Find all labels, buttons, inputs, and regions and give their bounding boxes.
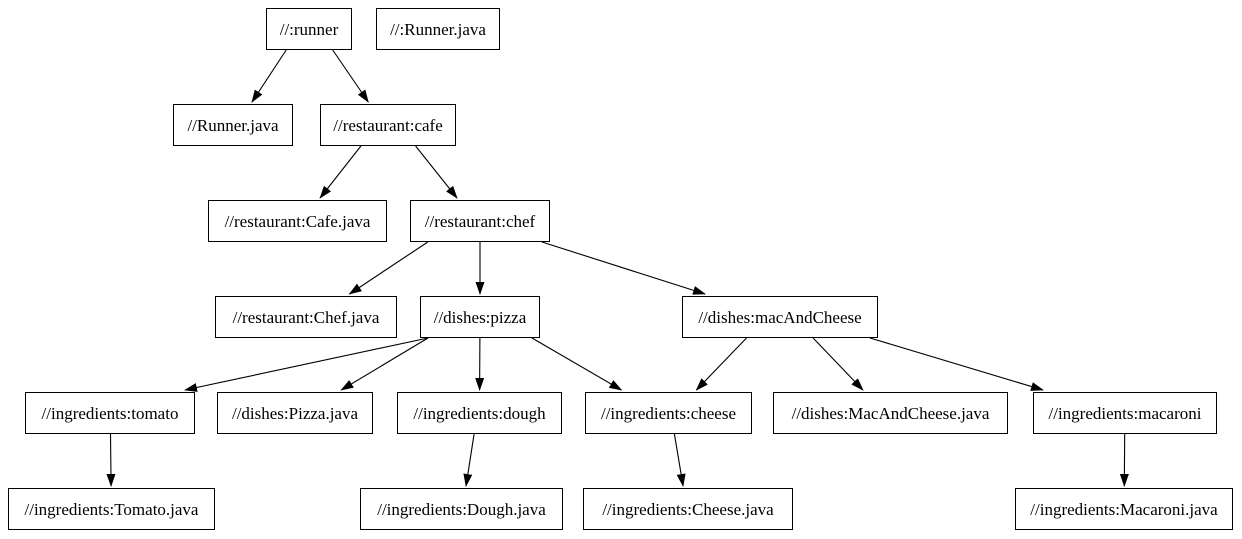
graph-node-label: //:Runner.java	[390, 19, 486, 39]
graph-node-label: //ingredients:tomato	[41, 403, 179, 423]
edge-pizza-to-tomato	[184, 337, 429, 392]
graph-node-label: //ingredients:Macaroni.java	[1030, 499, 1218, 519]
edge-pizza-to-pizza-java	[340, 337, 429, 391]
graph-node-label: //ingredients:macaroni	[1048, 403, 1202, 423]
graph-node-runner-java-file: //:Runner.java	[376, 8, 500, 50]
graph-node-cafe-java: //restaurant:Cafe.java	[208, 200, 387, 242]
graph-node-label: //:runner	[279, 19, 339, 39]
graph-node-cheese: //ingredients:cheese	[585, 392, 752, 434]
edge-cafe-to-cafe-java	[319, 145, 362, 199]
graph-node-label: //restaurant:cafe	[333, 115, 443, 135]
graph-node-macaroni-java: //ingredients:Macaroni.java	[1015, 488, 1233, 530]
graph-node-dough: //ingredients:dough	[397, 392, 562, 434]
graph-node-label: //ingredients:cheese	[600, 403, 736, 423]
graph-node-label: //dishes:MacAndCheese.java	[791, 403, 990, 423]
graph-node-label: //restaurant:Cafe.java	[224, 211, 371, 231]
graph-node-tomato: //ingredients:tomato	[25, 392, 195, 434]
graph-node-mac-and-cheese: //dishes:macAndCheese	[682, 296, 878, 338]
graph-node-label: //ingredients:Dough.java	[377, 499, 546, 519]
edge-runner-to-runner-java	[251, 49, 287, 103]
graph-node-runner: //:runner	[266, 8, 352, 50]
edge-pizza-to-cheese	[531, 337, 623, 391]
edge-tomato-to-tomato-java	[106, 433, 116, 487]
graph-node-label: //restaurant:chef	[424, 211, 536, 231]
graph-node-pizza-java: //dishes:Pizza.java	[217, 392, 373, 434]
edge-cafe-to-chef	[415, 145, 458, 199]
graph-node-label: //dishes:Pizza.java	[231, 403, 359, 423]
graph-node-pizza: //dishes:pizza	[420, 296, 540, 338]
edge-runner-to-cafe	[332, 49, 369, 103]
edge-lines	[106, 49, 1129, 487]
graph-node-label: //ingredients:dough	[413, 403, 546, 423]
graph-node-label: //ingredients:Cheese.java	[602, 499, 774, 519]
edge-dough-to-dough-java	[463, 433, 475, 487]
graph-node-label: //dishes:macAndCheese	[698, 307, 862, 327]
graph-node-tomato-java: //ingredients:Tomato.java	[8, 488, 215, 530]
graph-node-label: //Runner.java	[187, 115, 279, 135]
graph-node-macaroni: //ingredients:macaroni	[1033, 392, 1217, 434]
graph-node-label: //restaurant:Chef.java	[232, 307, 380, 327]
edge-cheese-to-cheese-java	[673, 433, 686, 487]
edge-mac-and-cheese-to-cheese	[695, 337, 747, 391]
graph-node-label: //dishes:pizza	[433, 307, 527, 327]
graph-node-runner-java: //Runner.java	[173, 104, 293, 146]
graph-node-dough-java: //ingredients:Dough.java	[360, 488, 563, 530]
graph-node-chef-java: //restaurant:Chef.java	[215, 296, 397, 338]
graph-node-chef: //restaurant:chef	[410, 200, 550, 242]
edge-mac-and-cheese-to-macaroni	[869, 337, 1044, 391]
edge-chef-to-chef-java	[348, 241, 429, 295]
graph-node-cafe: //restaurant:cafe	[320, 104, 456, 146]
graph-node-mac-and-cheese-java: //dishes:MacAndCheese.java	[773, 392, 1008, 434]
graph-node-cheese-java: //ingredients:Cheese.java	[583, 488, 793, 530]
edge-chef-to-mac-and-cheese	[541, 241, 706, 295]
graph-node-label: //ingredients:Tomato.java	[24, 499, 199, 519]
edge-mac-and-cheese-to-mac-and-cheese-java	[812, 337, 864, 391]
